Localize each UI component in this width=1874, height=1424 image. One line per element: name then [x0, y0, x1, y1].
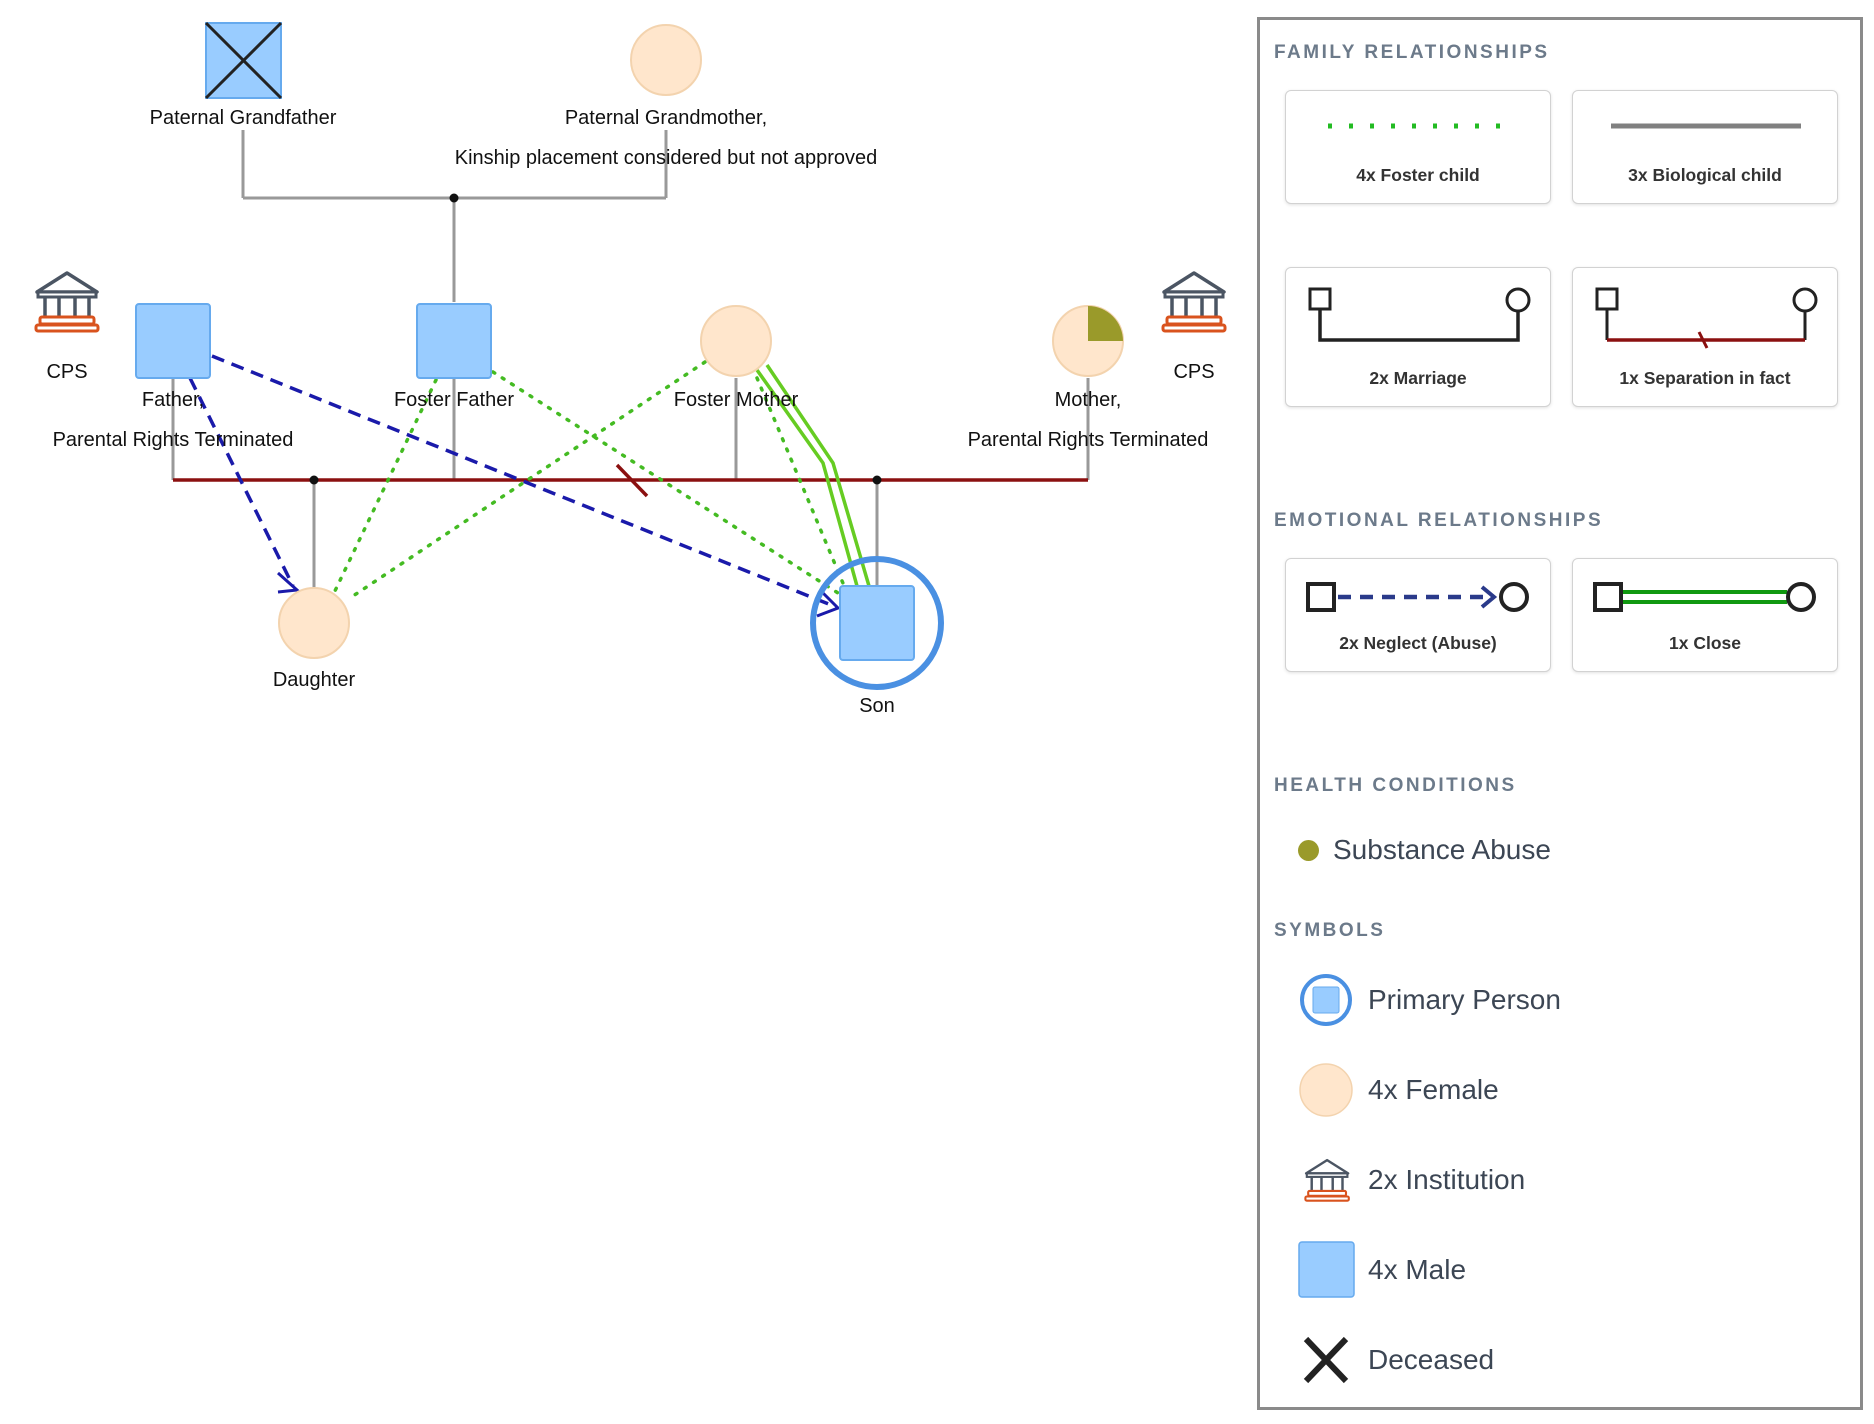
institution-label: 2x Institution: [1368, 1164, 1526, 1195]
arrowhead-icon: [816, 590, 841, 618]
son-label: Son: [859, 695, 895, 717]
union-point: [872, 475, 882, 485]
substance-abuse-label: Substance Abuse: [1333, 834, 1551, 865]
legend-card-biological-child[interactable]: 3x Biological child: [1572, 90, 1838, 204]
mother-symbol[interactable]: [1052, 305, 1124, 377]
legend-item-substance-abuse[interactable]: Substance Abuse: [1298, 830, 1838, 870]
biological-child-line-icon: [1611, 123, 1801, 129]
separation-mark: [615, 463, 649, 498]
legend-item-institution[interactable]: 2x Institution: [1298, 1150, 1838, 1210]
family-relationships-title: FAMILY RELATIONSHIPS: [1274, 42, 1550, 63]
legend-item-female[interactable]: 4x Female: [1298, 1060, 1838, 1120]
substance-abuse-dot-icon: [1298, 840, 1319, 861]
legend-card-foster-child[interactable]: 4x Foster child: [1285, 90, 1551, 204]
legend-card-marriage[interactable]: 2x Marriage: [1285, 267, 1551, 407]
institution-icon[interactable]: [34, 271, 100, 333]
separation-label: 1x Separation in fact: [1619, 368, 1791, 388]
marriage-line-icon: [1308, 287, 1531, 342]
daughter-label: Daughter: [273, 669, 356, 691]
close-line: [755, 364, 871, 587]
deceased-label: Deceased: [1368, 1344, 1495, 1375]
legend-panel: FAMILY RELATIONSHIPS 4x Foster child 3x …: [1257, 17, 1863, 1410]
foster-child-line-icon: [1328, 123, 1512, 129]
father-label: Father,: [142, 389, 204, 411]
arrowhead-icon: [276, 571, 301, 594]
primary-person-ring: [810, 556, 944, 690]
father-note: Parental Rights Terminated: [53, 429, 294, 451]
paternal-grandmother-symbol[interactable]: [630, 24, 702, 96]
foster-father-symbol[interactable]: [416, 303, 492, 379]
foster-father-label: Foster Father: [394, 389, 514, 411]
paternal-grandmother-note: Kinship placement considered but not app…: [455, 147, 878, 169]
male-icon: [1298, 1241, 1355, 1298]
biological-child-label: 3x Biological child: [1628, 165, 1782, 185]
legend-item-deceased[interactable]: Deceased: [1298, 1330, 1838, 1390]
genogram-canvas: Paternal Grandfather Paternal Grandmothe…: [34, 21, 1227, 717]
separation-line-icon: [1595, 287, 1818, 349]
cps-left-label: CPS: [46, 361, 87, 383]
legend-card-separation[interactable]: 1x Separation in fact: [1572, 267, 1838, 407]
mother-note: Parental Rights Terminated: [968, 429, 1209, 451]
union-point: [449, 193, 459, 203]
female-label: 4x Female: [1368, 1074, 1499, 1105]
father-symbol[interactable]: [135, 303, 211, 379]
legend-item-primary-person[interactable]: Primary Person: [1298, 970, 1838, 1030]
foster-mother-symbol[interactable]: [700, 305, 772, 377]
male-label: 4x Male: [1368, 1254, 1467, 1285]
substance-abuse-indicator: [1088, 306, 1123, 341]
foster-child-label: 4x Foster child: [1356, 165, 1480, 185]
cps-right-label: CPS: [1173, 361, 1214, 383]
paternal-grandfather-label: Paternal Grandfather: [150, 107, 337, 129]
close-label: 1x Close: [1669, 633, 1741, 653]
neglect-label: 2x Neglect (Abuse): [1339, 633, 1497, 653]
symbols-title: SYMBOLS: [1274, 920, 1386, 941]
parent-stems: [171, 378, 1090, 590]
female-icon: [1299, 1063, 1353, 1117]
institution-icon[interactable]: [1161, 271, 1227, 333]
mother-label: Mother,: [1055, 389, 1122, 411]
foster-mother-label: Foster Mother: [674, 389, 799, 411]
primary-person-label: Primary Person: [1368, 984, 1561, 1015]
health-conditions-title: HEALTH CONDITIONS: [1274, 775, 1517, 796]
legend-card-neglect[interactable]: 2x Neglect (Abuse): [1285, 558, 1551, 672]
legend-card-close[interactable]: 1x Close: [1572, 558, 1838, 672]
emotional-relationships-title: EMOTIONAL RELATIONSHIPS: [1274, 510, 1604, 531]
neglect-line-icon: [1306, 582, 1529, 612]
paternal-grandmother-label: Paternal Grandmother,: [565, 107, 767, 129]
daughter-symbol[interactable]: [278, 587, 350, 659]
primary-person-icon: [1300, 974, 1352, 1026]
paternal-grandfather-symbol[interactable]: [204, 21, 283, 100]
union-point: [309, 475, 319, 485]
foster-child-lines: [331, 360, 847, 600]
institution-icon: [1304, 1158, 1350, 1202]
close-line-icon: [1593, 582, 1816, 612]
legend-item-male[interactable]: 4x Male: [1298, 1240, 1838, 1300]
marriage-label: 2x Marriage: [1369, 368, 1467, 388]
neglect-lines: [188, 354, 837, 609]
son-symbol[interactable]: [839, 585, 915, 661]
deceased-cross-icon: [1303, 1336, 1349, 1384]
